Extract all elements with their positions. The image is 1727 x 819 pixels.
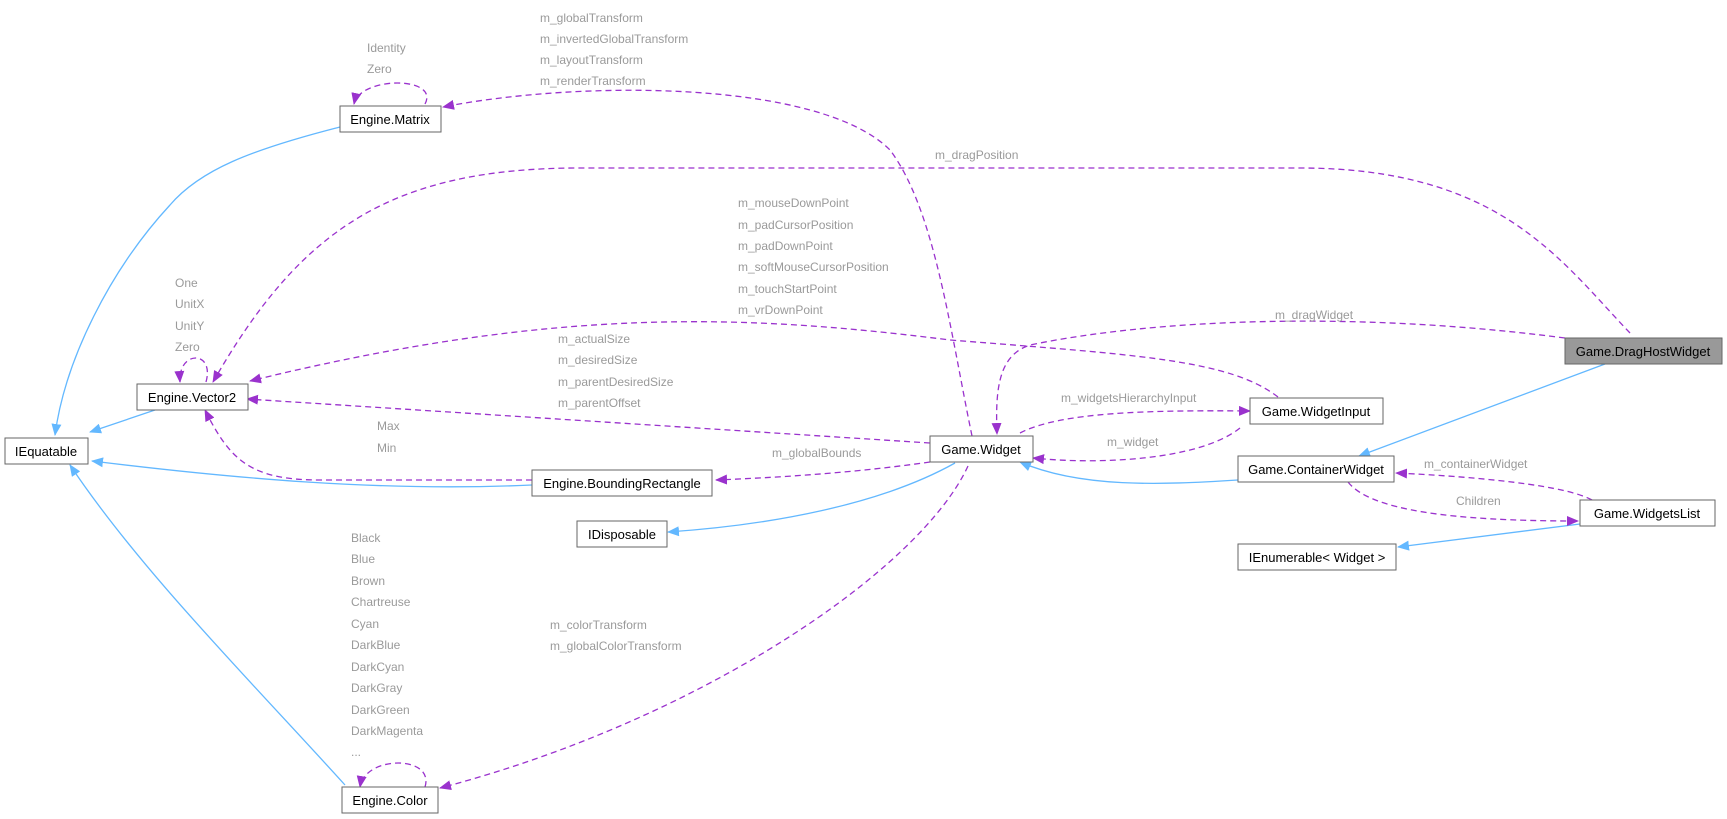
node-engine-vector2[interactable]: Engine.Vector2 (136, 383, 249, 411)
edge-widgetinput-to-vector2 (249, 321, 1279, 398)
svg-text:Game.DragHostWidget: Game.DragHostWidget (1576, 344, 1711, 359)
svg-text:IEquatable: IEquatable (15, 444, 77, 459)
node-iequatable[interactable]: IEquatable (4, 437, 89, 465)
svg-text:Engine.Vector2: Engine.Vector2 (148, 390, 236, 405)
label-widgetinput-to-widget: m_widget (1107, 435, 1159, 449)
svg-text:Game.Widget: Game.Widget (941, 442, 1021, 457)
svg-text:Game.WidgetInput: Game.WidgetInput (1262, 404, 1371, 419)
labels-widget-to-color: m_colorTransform m_globalColorTransform (550, 618, 682, 653)
svg-text:One: One (175, 276, 198, 290)
edge-widgetinput-to-widget (1032, 427, 1241, 465)
svg-text:m_globalColorTransform: m_globalColorTransform (550, 639, 682, 653)
svg-text:Black: Black (351, 531, 381, 545)
svg-text:m_touchStartPoint: m_touchStartPoint (738, 282, 837, 296)
edge-widgetslist-inherits-ienumerable (1397, 523, 1581, 551)
edge-bounding-to-vector2 (204, 409, 532, 481)
node-engine-color[interactable]: Engine.Color (341, 786, 439, 814)
svg-text:Engine.Color: Engine.Color (352, 793, 428, 808)
node-game-containerwidget[interactable]: Game.ContainerWidget (1237, 455, 1395, 483)
node-engine-matrix[interactable]: Engine.Matrix (339, 105, 442, 133)
svg-text:m_padDownPoint: m_padDownPoint (738, 239, 833, 253)
svg-text:Max: Max (377, 419, 400, 433)
svg-text:m_vrDownPoint: m_vrDownPoint (738, 303, 823, 317)
edge-widget-inherits-idisposable (667, 462, 956, 537)
labels-widgetinput-to-vector2: m_mouseDownPoint m_padCursorPosition m_p… (738, 196, 889, 317)
labels-color-self: Black Blue Brown Chartreuse Cyan DarkBlu… (351, 531, 423, 759)
labels-widget-to-matrix: m_globalTransform m_invertedGlobalTransf… (540, 11, 688, 88)
label-widgetslist-to-container: m_containerWidget (1424, 457, 1528, 471)
svg-text:...: ... (351, 745, 361, 759)
svg-text:Game.ContainerWidget: Game.ContainerWidget (1248, 462, 1384, 477)
svg-text:Identity: Identity (367, 41, 406, 55)
svg-text:IEnumerable< Widget >: IEnumerable< Widget > (1249, 550, 1386, 565)
edge-widget-to-matrix (442, 89, 973, 437)
svg-text:m_renderTransform: m_renderTransform (540, 74, 646, 88)
svg-text:Blue: Blue (351, 552, 375, 566)
svg-text:m_invertedGlobalTransform: m_invertedGlobalTransform (540, 32, 688, 46)
label-widget-to-bounding: m_globalBounds (772, 446, 861, 460)
edge-color-inherits-iequatable (69, 464, 346, 786)
edge-color-self (356, 762, 427, 788)
svg-text:IDisposable: IDisposable (588, 527, 656, 542)
edge-bounding-inherits-iequatable (91, 457, 533, 488)
edge-widget-to-bounding (715, 461, 931, 485)
edge-draghost-inherits-container (1358, 363, 1606, 457)
svg-text:m_padCursorPosition: m_padCursorPosition (738, 218, 853, 232)
svg-text:Engine.Matrix: Engine.Matrix (350, 112, 430, 127)
node-idisposable[interactable]: IDisposable (576, 520, 668, 548)
labels-bounding-to-vector2: Max Min (377, 419, 400, 455)
svg-text:DarkCyan: DarkCyan (351, 660, 404, 674)
svg-text:Chartreuse: Chartreuse (351, 595, 411, 609)
label-draghost-to-vector2: m_dragPosition (935, 148, 1018, 162)
svg-text:Zero: Zero (175, 340, 200, 354)
svg-text:DarkGreen: DarkGreen (351, 703, 410, 717)
svg-text:Game.WidgetsList: Game.WidgetsList (1594, 506, 1701, 521)
edge-vector2-inherits-iequatable (89, 409, 156, 434)
svg-text:m_parentDesiredSize: m_parentDesiredSize (558, 375, 674, 389)
node-game-widgetslist[interactable]: Game.WidgetsList (1579, 499, 1716, 527)
svg-text:DarkMagenta: DarkMagenta (351, 724, 423, 738)
svg-text:Min: Min (377, 441, 396, 455)
labels-widget-to-vector2: m_actualSize m_desiredSize m_parentDesir… (558, 332, 674, 410)
svg-text:Engine.BoundingRectangle: Engine.BoundingRectangle (543, 476, 701, 491)
svg-text:Brown: Brown (351, 574, 385, 588)
node-game-draghostwidget[interactable]: Game.DragHostWidget (1564, 337, 1723, 365)
svg-text:DarkGray: DarkGray (351, 681, 402, 695)
edge-matrix-inherits-iequatable (51, 126, 341, 436)
edge-widget-to-color (439, 465, 969, 791)
edge-container-inherits-widget (1019, 461, 1239, 484)
label-container-to-widgetslist: Children (1456, 494, 1501, 508)
svg-text:m_parentOffset: m_parentOffset (558, 396, 641, 410)
svg-text:DarkBlue: DarkBlue (351, 638, 401, 652)
svg-text:UnitY: UnitY (175, 319, 204, 333)
svg-text:m_softMouseCursorPosition: m_softMouseCursorPosition (738, 260, 889, 274)
svg-text:m_colorTransform: m_colorTransform (550, 618, 647, 632)
node-game-widget[interactable]: Game.Widget (929, 435, 1034, 463)
edge-vector2-self (174, 357, 209, 383)
svg-text:m_mouseDownPoint: m_mouseDownPoint (738, 196, 849, 210)
edge-widget-to-vector2 (246, 394, 931, 444)
labels-vector2-self: One UnitX UnitY Zero (175, 276, 204, 354)
edge-matrix-self (351, 82, 428, 105)
svg-text:UnitX: UnitX (175, 297, 204, 311)
svg-text:Zero: Zero (367, 62, 392, 76)
edge-container-to-widgetslist (1347, 481, 1579, 526)
label-widget-to-widgetinput: m_widgetsHierarchyInput (1061, 391, 1197, 405)
svg-text:Cyan: Cyan (351, 617, 379, 631)
svg-text:m_layoutTransform: m_layoutTransform (540, 53, 643, 67)
edge-draghost-to-vector2 (212, 167, 1631, 383)
node-engine-boundingrectangle[interactable]: Engine.BoundingRectangle (531, 469, 713, 497)
edge-draghost-to-widget (991, 320, 1566, 435)
node-ienumerable-widget[interactable]: IEnumerable< Widget > (1237, 543, 1397, 571)
label-draghost-to-widget: m_dragWidget (1275, 308, 1354, 322)
labels-matrix-self: Identity Zero (367, 41, 406, 76)
node-game-widgetinput[interactable]: Game.WidgetInput (1249, 397, 1384, 425)
svg-text:m_globalTransform: m_globalTransform (540, 11, 643, 25)
edge-widget-to-widgetinput (1019, 405, 1251, 434)
svg-text:m_actualSize: m_actualSize (558, 332, 630, 346)
edge-widgetslist-to-container (1395, 468, 1593, 501)
svg-text:m_desiredSize: m_desiredSize (558, 353, 638, 367)
